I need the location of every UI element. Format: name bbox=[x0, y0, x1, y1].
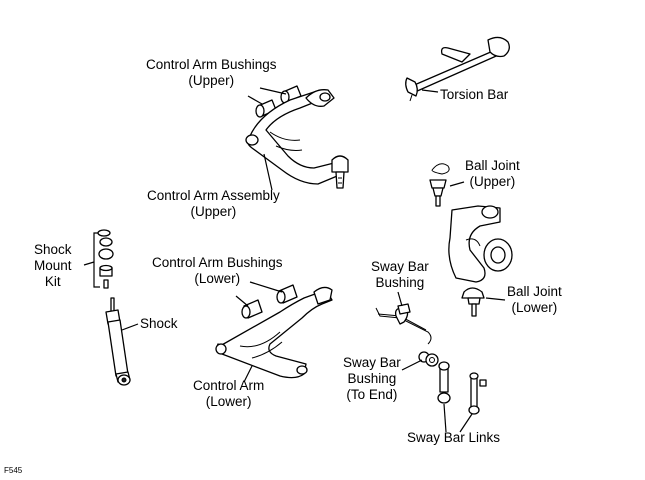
label-control-arm-bushings-upper: Control Arm Bushings (Upper) bbox=[146, 57, 277, 88]
label-control-arm-assembly-upper: Control Arm Assembly (Upper) bbox=[147, 188, 280, 219]
shock-drawing bbox=[105, 297, 131, 386]
label-ball-joint-upper: Ball Joint (Upper) bbox=[465, 158, 520, 189]
lower-control-arm-drawing bbox=[215, 286, 333, 379]
label-sway-bar-bushing-to-end: Sway Bar Bushing (To End) bbox=[343, 355, 401, 402]
shock-mount-kit-drawing bbox=[93, 229, 114, 289]
leader-lines bbox=[83, 87, 506, 433]
torsion-bar-drawing bbox=[405, 36, 510, 102]
sway-bar-end-bushing-drawing bbox=[418, 351, 439, 367]
sway-bar-drawing bbox=[375, 303, 432, 345]
label-ball-joint-lower: Ball Joint (Lower) bbox=[507, 284, 562, 315]
label-sway-bar-links: Sway Bar Links bbox=[407, 430, 501, 445]
label-control-arm-lower: Control Arm (Lower) bbox=[193, 378, 265, 409]
label-control-arm-bushings-lower: Control Arm Bushings (Lower) bbox=[152, 255, 283, 286]
upper-control-arm-drawing bbox=[245, 89, 349, 189]
upper-bushings-drawing bbox=[255, 85, 302, 118]
sway-bar-links-drawing bbox=[437, 361, 487, 415]
upper-ball-joint-drawing bbox=[429, 163, 450, 207]
steering-knuckle-drawing bbox=[448, 205, 513, 283]
lower-ball-joint-drawing bbox=[461, 287, 485, 317]
label-sway-bar-bushing: Sway Bar Bushing bbox=[371, 259, 429, 290]
label-shock-mount-kit: Shock Mount Kit bbox=[34, 242, 72, 289]
label-torsion-bar: Torsion Bar bbox=[440, 87, 509, 102]
label-shock: Shock bbox=[140, 316, 178, 331]
lower-bushings-drawing bbox=[241, 284, 298, 319]
figure-code: F545 bbox=[4, 466, 23, 475]
